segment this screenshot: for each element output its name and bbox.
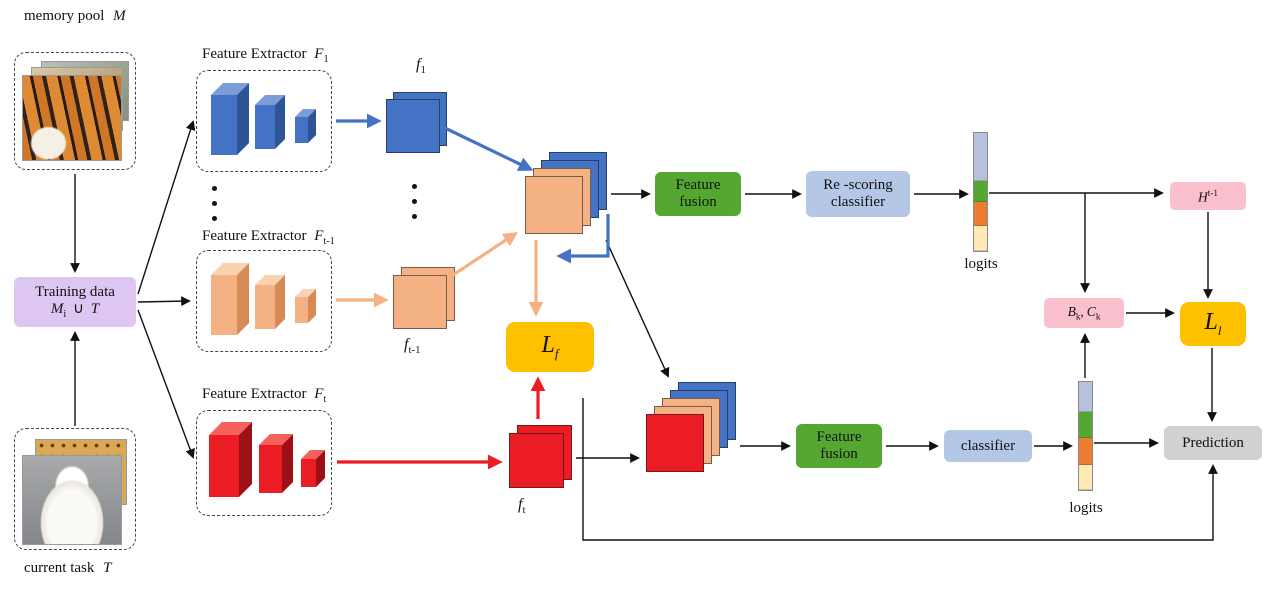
current-task-box bbox=[14, 428, 136, 550]
arrow-f1-to-stack bbox=[444, 126, 534, 171]
feature-map-ft bbox=[509, 433, 564, 488]
ft1-label: ft-1 bbox=[404, 336, 421, 356]
h-prev-formula: Ht-1 bbox=[1198, 188, 1218, 205]
conv-block-icon bbox=[295, 109, 316, 143]
symbol-m-sub: i bbox=[63, 308, 67, 320]
prediction-label: Prediction bbox=[1182, 434, 1244, 451]
arrow-training-to-f1 bbox=[137, 120, 196, 295]
classifier-label: classifier bbox=[960, 437, 1016, 454]
b-symbol: B bbox=[1067, 304, 1076, 320]
memory-pool-label: memory pool M bbox=[24, 8, 126, 25]
feature-extractor-t-box bbox=[196, 410, 332, 516]
conv-block-icon bbox=[255, 95, 285, 149]
ft-label: ft bbox=[518, 496, 525, 516]
training-data-box: Training data Mi ∪ T bbox=[14, 277, 136, 327]
logits-bar-old bbox=[973, 132, 988, 252]
lf-formula: Lf bbox=[542, 332, 559, 361]
feature-extractor-t1-box bbox=[196, 250, 332, 352]
logits-label-new: logits bbox=[1069, 500, 1103, 516]
current-task-symbol: T bbox=[103, 560, 112, 576]
l-symbol: L bbox=[541, 332, 555, 359]
ll-formula: Ll bbox=[1205, 309, 1222, 338]
conv-block-icon bbox=[301, 450, 325, 487]
conv-block-icon bbox=[209, 422, 252, 497]
conv-block-icon bbox=[211, 83, 249, 155]
extractor-title: Feature Extractor bbox=[202, 386, 307, 402]
conv-block-icon bbox=[211, 263, 249, 335]
bk-ck-formula: Bk,Ck bbox=[1068, 304, 1101, 322]
feature-fusion-label: Feature fusion bbox=[816, 429, 862, 462]
arrow-training-to-ft bbox=[137, 309, 195, 459]
l-symbol: L bbox=[1204, 309, 1218, 336]
c-symbol: C bbox=[1086, 304, 1096, 320]
extractor-sub: t-1 bbox=[323, 236, 335, 247]
memory-pool-box bbox=[14, 52, 136, 170]
arrow-training-to-ft1 bbox=[137, 296, 191, 307]
f-symbol: f bbox=[416, 56, 421, 73]
l-sub: f bbox=[554, 346, 559, 362]
extractor-title: Feature Extractor bbox=[202, 46, 307, 62]
symbol-t: T bbox=[90, 300, 100, 317]
extractor-symbol: F bbox=[314, 386, 324, 402]
logits-label-old: logits bbox=[964, 256, 998, 272]
memory-pool-symbol: M bbox=[113, 8, 126, 24]
arrow-oldstack-to-allstack bbox=[605, 239, 670, 378]
union-symbol: ∪ bbox=[73, 300, 84, 317]
tiger-photo bbox=[22, 75, 122, 161]
l-sub: l bbox=[1217, 323, 1222, 339]
f-symbol: f bbox=[404, 336, 409, 353]
feature-fusion-top-box: Feature fusion bbox=[655, 172, 741, 216]
arrow-ft1-to-stack bbox=[449, 231, 519, 279]
feature-extractor-1-label: Feature Extractor F1 bbox=[202, 46, 329, 65]
current-task-text: current task bbox=[24, 560, 95, 576]
feature-fusion-label: Feature fusion bbox=[675, 177, 721, 210]
conv-block-icon bbox=[255, 275, 285, 329]
vertical-ellipsis-icon bbox=[212, 186, 217, 221]
feature-extractor-t-label: Feature Extractor Ft bbox=[202, 386, 326, 405]
h-sup: t-1 bbox=[1207, 187, 1218, 198]
training-data-formula: Mi ∪ T bbox=[35, 301, 115, 320]
logits-bar-new bbox=[1078, 381, 1093, 491]
c-sub: k bbox=[1095, 311, 1101, 322]
conv-block-icon bbox=[259, 434, 293, 493]
feature-map-f1 bbox=[386, 99, 440, 153]
f-sub: 1 bbox=[420, 64, 426, 77]
stack-square-orange bbox=[525, 176, 583, 234]
feature-extractor-1-box bbox=[196, 70, 332, 172]
f-sub: t bbox=[522, 504, 526, 517]
bk-ck-box: Bk,Ck bbox=[1044, 298, 1124, 328]
prediction-box: Prediction bbox=[1164, 426, 1262, 460]
stack-square-red bbox=[646, 414, 704, 472]
rescoring-classifier-label: Re -scoring classifier bbox=[823, 177, 893, 210]
rescoring-classifier-box: Re -scoring classifier bbox=[806, 171, 910, 217]
dog-photo bbox=[22, 455, 122, 545]
extractor-sub: 1 bbox=[323, 54, 329, 65]
feature-map-ft1 bbox=[393, 275, 447, 329]
memory-pool-text: memory pool bbox=[24, 8, 105, 24]
f1-label: f1 bbox=[416, 56, 426, 76]
comma: , bbox=[1080, 304, 1084, 320]
extractor-title: Feature Extractor bbox=[202, 228, 307, 244]
f-sub: t-1 bbox=[408, 344, 421, 357]
extractor-symbol: F bbox=[314, 46, 324, 62]
b-sub: k bbox=[1075, 311, 1081, 322]
loss-lf-box: Lf bbox=[506, 322, 594, 372]
current-task-label: current task T bbox=[24, 560, 111, 577]
symbol-m: M bbox=[50, 300, 64, 317]
h-symbol: H bbox=[1198, 189, 1208, 205]
feature-fusion-bottom-box: Feature fusion bbox=[796, 424, 882, 468]
extractor-symbol: F bbox=[314, 228, 324, 244]
f-symbol: f bbox=[518, 496, 523, 513]
extractor-sub: t bbox=[323, 394, 327, 405]
vertical-ellipsis-icon bbox=[412, 184, 417, 219]
classifier-box: classifier bbox=[944, 430, 1032, 462]
loss-ll-box: Ll bbox=[1180, 302, 1246, 346]
h-prev-box: Ht-1 bbox=[1170, 182, 1246, 210]
feature-extractor-t1-label: Feature Extractor Ft-1 bbox=[202, 228, 335, 247]
training-data-title: Training data bbox=[35, 283, 115, 300]
conv-block-icon bbox=[295, 289, 316, 323]
